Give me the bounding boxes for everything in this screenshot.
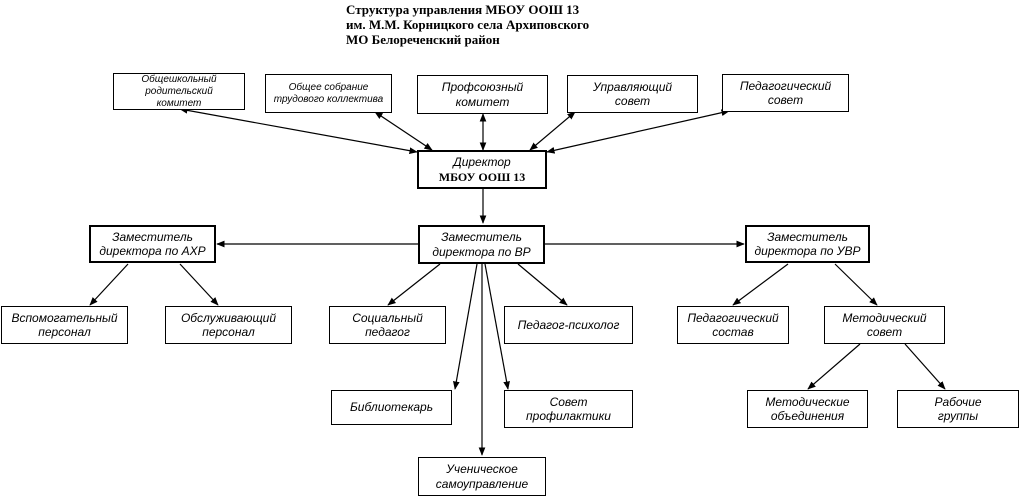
box-student-government: Ученическое самоуправление <box>418 457 546 496</box>
title-line-2: им. М.М. Корницкого села Архиповского <box>346 17 590 32</box>
link-general-meeting-director <box>374 111 433 151</box>
link-pedagogical-council-director <box>546 109 730 154</box>
link-deputy-vr-librarian <box>453 263 478 390</box>
link-parent-committee-director <box>179 107 418 154</box>
box-deputy-uvr: Заместитель директора по УВР <box>745 225 870 263</box>
box-pedagogical-council: Педагогический совет <box>722 74 849 112</box>
link-deputy-ahr-support-staff <box>89 263 129 306</box>
director-label: Директор <box>453 155 511 170</box>
box-deputy-vr: Заместитель директора по ВР <box>418 225 545 264</box>
diagram-title: Структура управления МБОУ ООШ 13 им. М.М… <box>346 2 676 47</box>
box-trade-union: Профсоюзный комитет <box>417 75 548 114</box>
box-deputy-ahr: Заместитель директора по АХР <box>89 225 216 263</box>
title-line-1: Структура управления МБОУ ООШ 13 <box>346 2 580 17</box>
box-methodical-council: Методический совет <box>824 306 945 344</box>
link-methodical-council-working-groups <box>904 343 946 390</box>
box-librarian: Библиотекарь <box>331 390 452 425</box>
director-school-label: МБОУ ООШ 13 <box>438 169 526 184</box>
box-director: Директор МБОУ ООШ 13 <box>417 150 547 189</box>
title-line-3: МО Белореченский район <box>346 32 500 47</box>
box-support-staff: Вспомогательный персонал <box>1 306 128 344</box>
box-service-staff: Обслуживающий персонал <box>165 306 292 344</box>
link-deputy-vr-prevention-council <box>484 263 510 390</box>
box-psychologist: Педагог-психолог <box>504 306 633 344</box>
box-working-groups: Рабочие группы <box>897 390 1019 428</box>
link-deputy-vr-psychologist <box>517 263 568 306</box>
link-methodical-council-associations <box>807 343 861 390</box>
link-governing-council-director <box>529 111 576 151</box>
box-teaching-staff: Педагогический состав <box>677 306 789 344</box>
box-governing-council: Управляющий совет <box>567 75 698 113</box>
box-parent-committee: Общешкольный родительский комитет <box>113 73 245 110</box>
link-deputy-uvr-teaching-staff <box>732 263 789 306</box>
box-social-pedagogue: Социальный педагог <box>329 306 446 344</box>
box-prevention-council: Совет профилактики <box>504 390 633 428</box>
link-deputy-vr-social-pedagogue <box>387 263 441 306</box>
link-deputy-uvr-methodical-council <box>834 263 878 306</box>
link-deputy-ahr-service-staff <box>179 263 219 306</box>
box-general-meeting: Общее собрание трудового коллектива <box>265 74 392 113</box>
box-methodical-associations: Методические объединения <box>747 390 868 428</box>
